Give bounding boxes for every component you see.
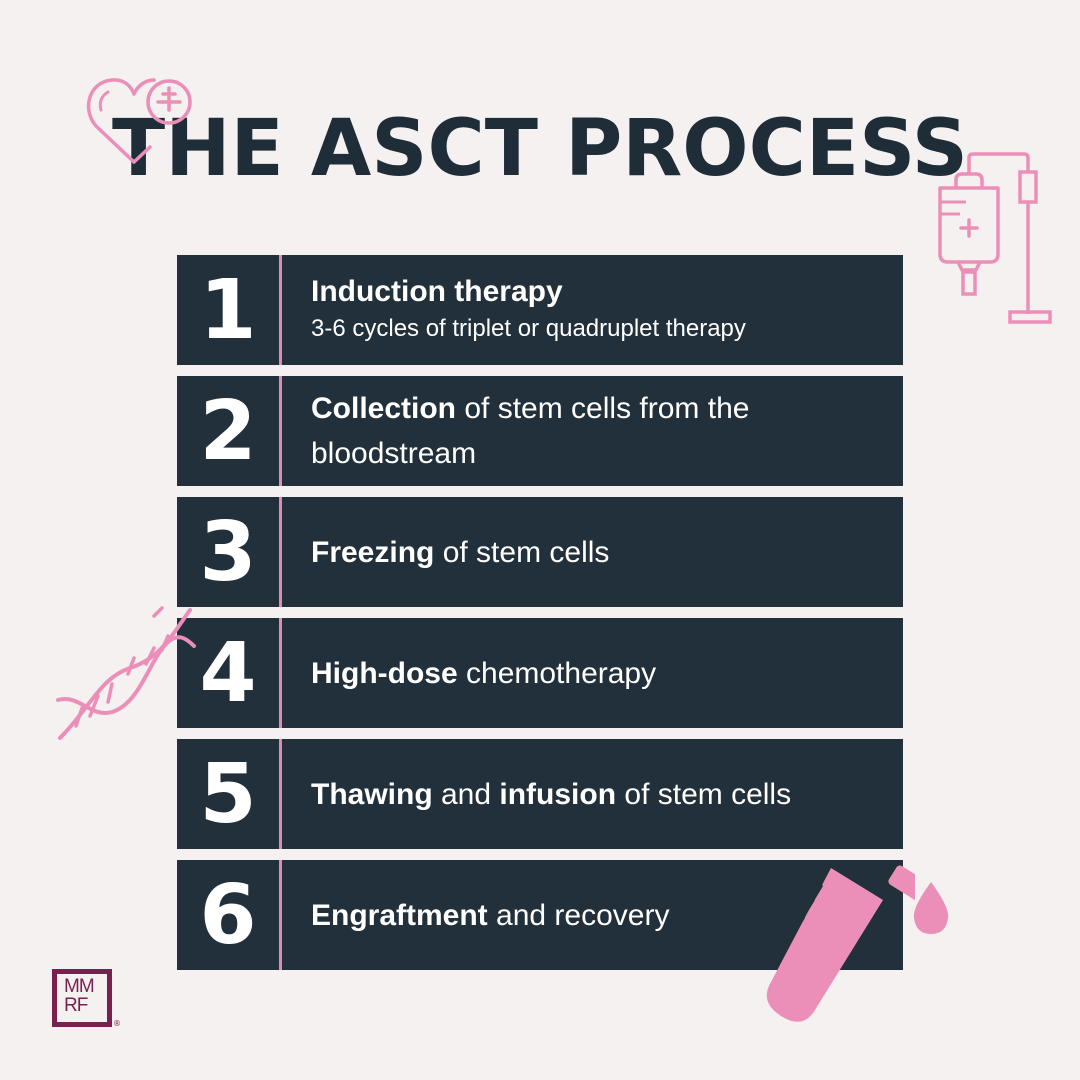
step-row-1: 1 Induction therapy 3-6 cycles of triple… [177,255,903,365]
step-number: 6 [199,867,257,963]
step-text: Collection of stem cells from the bloods… [282,386,903,476]
page-title: THE ASCT PROCESS [112,104,968,194]
step-divider [279,739,282,849]
step-heading: Induction therapy [311,275,563,309]
step-row-4: 4 High-dose chemotherapy [177,618,903,728]
logo-line-1: MM [64,976,95,997]
step-number: 4 [199,625,257,721]
logo-frame-right [98,969,112,1027]
blood-drop-icon [913,882,949,934]
step-bold: High-dose [311,656,458,690]
step-bold-2: infusion [499,777,617,811]
step-number: 1 [199,262,257,358]
test-tube-icon [766,865,915,1022]
step-text: Engraftment and recovery [282,893,699,938]
step-subtext: 3-6 cycles of triplet or quadruplet ther… [311,314,746,342]
step-bold: Freezing [311,535,435,569]
step-rest: of stem cells [616,777,792,811]
step-bold: Thawing [311,777,433,811]
step-number: 2 [199,383,257,479]
step-divider [279,618,282,728]
step-number: 3 [199,504,257,600]
logo-line-2: RF [64,995,88,1016]
logo-frame-left [52,969,112,1027]
step-row-2: 2 Collection of stem cells from the bloo… [177,376,903,486]
step-text: High-dose chemotherapy [282,651,686,696]
step-text: Induction therapy 3-6 cycles of triplet … [282,273,776,347]
logo-registered-mark: ® [113,1019,121,1028]
iv-bag-icon [938,152,1052,324]
logo-text: MM RF [64,977,100,1015]
step-row-3: 3 Freezing of stem cells [177,497,903,607]
step-row-6: 6 Engraftment and recovery [177,860,903,970]
step-divider [279,860,282,970]
step-bold: Collection [311,392,457,425]
step-rest: of stem cells from the bloodstream [311,392,750,470]
heart-plus-icon [86,78,192,164]
step-rest: of stem cells [434,535,610,569]
step-divider [279,497,282,607]
step-divider [279,376,282,486]
step-number: 5 [199,746,257,842]
step-text: Freezing of stem cells [282,530,639,575]
dna-icon [56,606,196,740]
step-rest: chemotherapy [457,656,657,690]
step-text: Thawing and infusion of stem cells [282,772,821,817]
step-divider [279,255,282,365]
steps-list: 1 Induction therapy 3-6 cycles of triple… [177,255,903,981]
mmrf-logo: MM RF ® [52,969,121,1031]
step-mid: and [432,777,500,811]
step-rest: and recovery [487,898,670,932]
step-bold: Engraftment [311,898,488,932]
step-row-5: 5 Thawing and infusion of stem cells [177,739,903,849]
